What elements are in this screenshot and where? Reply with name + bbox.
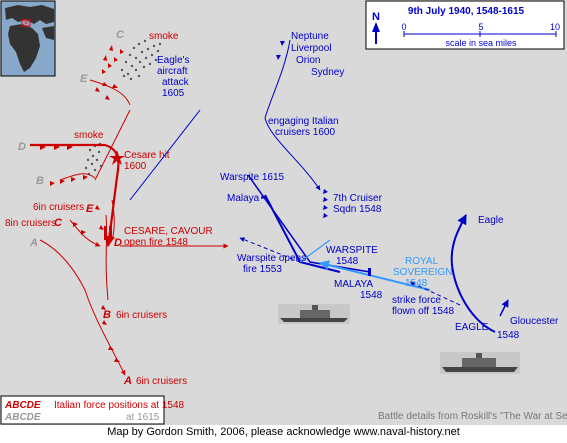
track-a <box>39 239 126 376</box>
malaya-label: Malaya <box>227 193 260 204</box>
svg-text:×: × <box>24 20 28 27</box>
map-canvas: × N 9th July 1940, 1548-1615 0 5 10 scal… <box>0 0 567 425</box>
orion-label: Orion <box>296 55 320 66</box>
warspite-opens-line2: fire 1553 <box>243 264 282 275</box>
warspite-time: 1548 <box>336 256 359 267</box>
cruisers-8in: 8in cruisers <box>5 218 56 229</box>
smoke-mid-label: smoke <box>74 130 104 141</box>
malaya-caps-label: MALAYA <box>334 279 373 290</box>
cruisers-6in-a: 6in cruisers <box>136 376 187 387</box>
british-arrows <box>261 41 371 276</box>
british-labels: Eagle's aircraft attack 1605 Neptune Liv… <box>157 31 559 341</box>
track-7th-cruiser <box>264 39 321 191</box>
title-box: N 9th July 1940, 1548-1615 0 5 10 scale … <box>365 0 565 50</box>
open-fire-label: open fire 1548 <box>124 237 188 248</box>
north-label: N <box>372 11 380 23</box>
map-credit: Map by Gordon Smith, 2006, please acknow… <box>107 426 460 438</box>
british-tracks <box>129 39 509 333</box>
legend-box: ABCDE Italian force positions at 1548 AB… <box>0 395 185 425</box>
italian-arrows <box>40 45 124 362</box>
royal-line1: ROYAL <box>405 256 439 267</box>
letter-b-left: B <box>36 175 44 187</box>
royal-line2: SOVEREIGN <box>393 267 452 278</box>
track-b <box>105 214 109 301</box>
seventh-cruiser-line1: 7th Cruiser <box>333 193 383 204</box>
smoke-cloud-mid <box>84 142 103 176</box>
seventh-cruiser-line2: Sqdn 1548 <box>333 204 382 215</box>
eagle-attack-line3: attack <box>162 77 190 88</box>
engaging-line2: cruisers 1600 <box>275 127 335 138</box>
neptune-label: Neptune <box>291 31 329 42</box>
warspite-opens-line1: Warspite opens <box>237 253 306 264</box>
liverpool-label: Liverpool <box>291 43 332 54</box>
royal-time: 1548 <box>405 278 428 289</box>
letter-e-mid: E <box>86 203 94 215</box>
letter-d-mid: D <box>114 237 122 249</box>
malaya-time: 1548 <box>360 290 383 301</box>
scale-caption: scale in sea miles <box>445 38 517 48</box>
track-e-return <box>94 109 131 181</box>
cesare-hit-label: Cesare hit <box>124 150 170 161</box>
source-note: Battle details from Roskill's "The War a… <box>378 411 567 422</box>
track-e <box>111 199 115 241</box>
engaging-line1: engaging Italian <box>268 116 339 127</box>
inset-map: × <box>0 0 56 77</box>
eagle-attack-line4: 1605 <box>162 88 185 99</box>
strike-force-line1: strike force <box>392 295 441 306</box>
warspite-1615-label: Warspite 1615 <box>220 172 285 183</box>
strike-force-track <box>409 281 461 306</box>
title-date: 9th July 1940, 1548-1615 <box>408 6 525 17</box>
letter-c-top: C <box>116 29 125 41</box>
track-c <box>69 219 101 247</box>
track-gloucester <box>499 299 509 317</box>
cesare-hit-marker <box>109 150 125 165</box>
letter-e-top: E <box>80 73 88 85</box>
warship-photo-2 <box>440 352 520 374</box>
eagle-caps-label: EAGLE <box>455 322 489 333</box>
warspite-caps-label: WARSPITE <box>326 245 378 256</box>
track-warspite <box>247 174 371 273</box>
eagle-attack-line1: Eagle's <box>157 55 190 66</box>
track-d <box>30 143 120 248</box>
eagle-label: Eagle <box>478 215 504 226</box>
italian-battleships <box>104 226 112 240</box>
legend-letters-1615: ABCDE <box>4 412 41 423</box>
legend-desc-1615: at 1615 <box>126 412 160 423</box>
track-eagle <box>450 214 496 333</box>
italian-labels: smoke smoke Cesare hit 1600 CESARE, CAVO… <box>5 29 213 387</box>
italian-tracks <box>30 79 229 376</box>
legend-desc-1548: Italian force positions at 1548 <box>54 400 185 411</box>
smoke-cloud-top <box>120 39 162 81</box>
letter-d-left: D <box>18 141 26 153</box>
fire-line-warspite <box>239 237 301 263</box>
scale-tick-0: 0 <box>401 22 406 32</box>
eagle-attack-line <box>129 109 201 201</box>
legend-letters-1548: ABCDE <box>4 400 41 411</box>
strike-force-line2: flown off 1548 <box>392 306 455 317</box>
scale-tick-10: 10 <box>550 22 560 32</box>
battle-map: × N 9th July 1940, 1548-1615 0 5 10 scal… <box>0 0 567 425</box>
sydney-label: Sydney <box>311 67 344 78</box>
line-warspite-nw <box>299 239 331 263</box>
cruisers-6in-mid: 6in cruisers <box>33 202 84 213</box>
cesare-hit-time: 1600 <box>124 161 147 172</box>
smoke-top-label: smoke <box>149 31 179 42</box>
gloucester-label: Gloucester <box>510 316 559 327</box>
track-bmid <box>59 173 96 181</box>
letter-b-bottom: B <box>103 309 111 321</box>
cesare-cavour-label: CESARE, CAVOUR <box>124 226 213 237</box>
eagle-attack-line2: aircraft <box>157 66 188 77</box>
cruisers-6in-b: 6in cruisers <box>116 310 167 321</box>
letter-a-bottom: A <box>123 375 132 387</box>
scale-tick-5: 5 <box>478 22 483 32</box>
letter-a-left: A <box>29 237 38 249</box>
warship-photo-1 <box>278 304 350 324</box>
eagle-caps-time: 1548 <box>497 330 520 341</box>
letter-c-mid: C <box>54 217 63 229</box>
track-e-top <box>89 79 131 106</box>
